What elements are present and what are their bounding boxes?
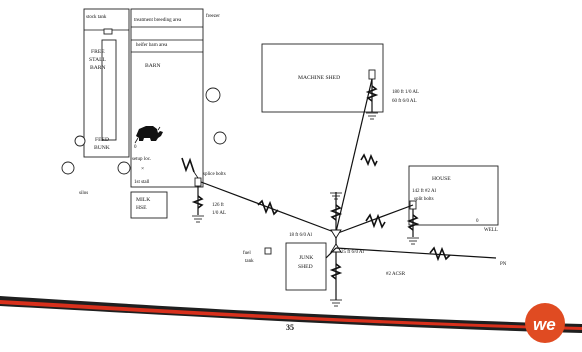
resistor-pole-upper: [329, 204, 343, 221]
free-stall-barn-label-2: STALL: [89, 57, 107, 63]
setup-loc-label: setup loc.: [132, 157, 151, 162]
silos-label: silos: [79, 191, 88, 196]
service-line: [335, 247, 497, 259]
footer-white-area: [0, 306, 582, 352]
well-label: WELL: [484, 228, 498, 233]
main-barn: treatment breeding area heifer barn area…: [130, 8, 220, 188]
machine-shed: MACHINE SHED 180 ft 1/0 AL 60 ft 6/0 AL: [261, 43, 419, 120]
wire-house-center: [337, 204, 414, 234]
free-stall-barn-label-3: BARN: [90, 65, 106, 71]
treatment-area-label: treatment breeding area: [134, 18, 182, 23]
barn-stall-resistor: [181, 157, 195, 173]
barn-stall-lead: [193, 171, 199, 179]
resistor-barn-center: [257, 199, 279, 216]
barn-label: BARN: [145, 63, 161, 69]
milk-house-outline: [130, 191, 168, 219]
silo-1: [61, 161, 75, 175]
stock-tank-label: stock tank: [86, 15, 107, 20]
feed-alley: [101, 39, 117, 141]
milk-house-label-2: HSE: [136, 205, 147, 211]
barn-meter-box: [194, 177, 202, 187]
wire-center-junk: [325, 247, 337, 259]
service-wire-label: #2 ACSR: [386, 272, 406, 277]
junk-shed-label-1: JUNK: [299, 255, 313, 261]
barn-service: splice bolts 126 ft 1/0 AL: [181, 157, 226, 223]
silo-2: [117, 161, 131, 175]
well-marker: 0: [476, 219, 479, 224]
resistor-house-center: [365, 213, 386, 229]
machine-shed-meter-box: [368, 69, 376, 80]
barn-outline: [130, 8, 204, 188]
resistor-pole-lower: [329, 263, 343, 280]
stock-tank-marker: [103, 28, 113, 35]
resistor-service: [429, 246, 451, 262]
machine-shed-label: MACHINE SHED: [298, 75, 340, 81]
junk-shed: JUNK SHED fuel tank: [243, 242, 327, 291]
barn-run-label-1: 126 ft: [212, 203, 224, 208]
barn-run-label-2: 1/0 AL: [212, 211, 226, 216]
house-run-label-1: 142 ft #2 Al: [412, 189, 437, 194]
cow-tag: 0: [134, 145, 137, 150]
junk-run-label: 25 ft 6/0 Al: [341, 250, 365, 255]
barn-ground-resistor: [191, 195, 204, 209]
silo-4: [205, 87, 221, 103]
milk-house: MILK HSE: [130, 191, 168, 219]
splice-bolts-barn-label: splice bolts: [203, 172, 226, 177]
house: HOUSE 142 ft #2 Al split bolts 0 WELL: [406, 165, 499, 245]
heifer-barn-area-label: heifer barn area: [136, 43, 168, 48]
feed-bunk-label-2: BUNK: [94, 145, 110, 151]
footer-band: we: [0, 296, 582, 352]
freezer-label: freezer: [206, 14, 220, 19]
house-label: HOUSE: [432, 176, 451, 182]
fuel-tank-marker: [264, 247, 272, 255]
distribution-network: 18 ft 6/0 Al 25 ft 6/0 Al #2 ACSR PN: [200, 78, 507, 307]
pn-label: PN: [500, 262, 507, 267]
silos: silos: [61, 87, 227, 196]
resistor-shed-center: [360, 153, 378, 167]
footer-red-stripe: [0, 300, 582, 330]
junk-shed-label-2: SHED: [298, 264, 313, 270]
fuel-tank-label-1: fuel: [243, 251, 251, 256]
silo-5: [213, 131, 227, 145]
we-logo: [525, 303, 565, 343]
free-stall-barn: stock tank FREE STALL BARN FEED BUNK: [83, 8, 130, 158]
house-outline: [408, 165, 499, 226]
cow-icon: [134, 126, 163, 144]
page-number: 35: [286, 323, 294, 332]
center-run-label: 18 ft 6/0 Al: [289, 233, 313, 238]
x-mark: ×: [141, 166, 144, 172]
machine-shed-run-label-1: 180 ft 1/0 AL: [392, 90, 419, 95]
fuel-tank-label-2: tank: [245, 259, 254, 264]
house-run-label-2: split bolts: [414, 197, 434, 202]
machine-shed-ground-resistor: [365, 85, 379, 102]
machine-shed-outline: [261, 43, 384, 113]
feed-bunk-label-1: FEED: [95, 137, 109, 143]
silo-3: [74, 135, 86, 147]
wire-shed-center: [335, 78, 373, 233]
free-stall-barn-label-1: FREE: [91, 49, 105, 55]
we-logo-text: we: [533, 315, 556, 334]
first-stall-label: 1st stall: [134, 180, 150, 185]
milk-house-label-1: MILK: [136, 197, 150, 203]
center-transformer: [330, 229, 342, 239]
junk-shed-outline: [285, 242, 327, 291]
house-ground-resistor: [406, 214, 420, 231]
machine-shed-run-label-2: 60 ft 6/0 AL: [392, 99, 417, 104]
